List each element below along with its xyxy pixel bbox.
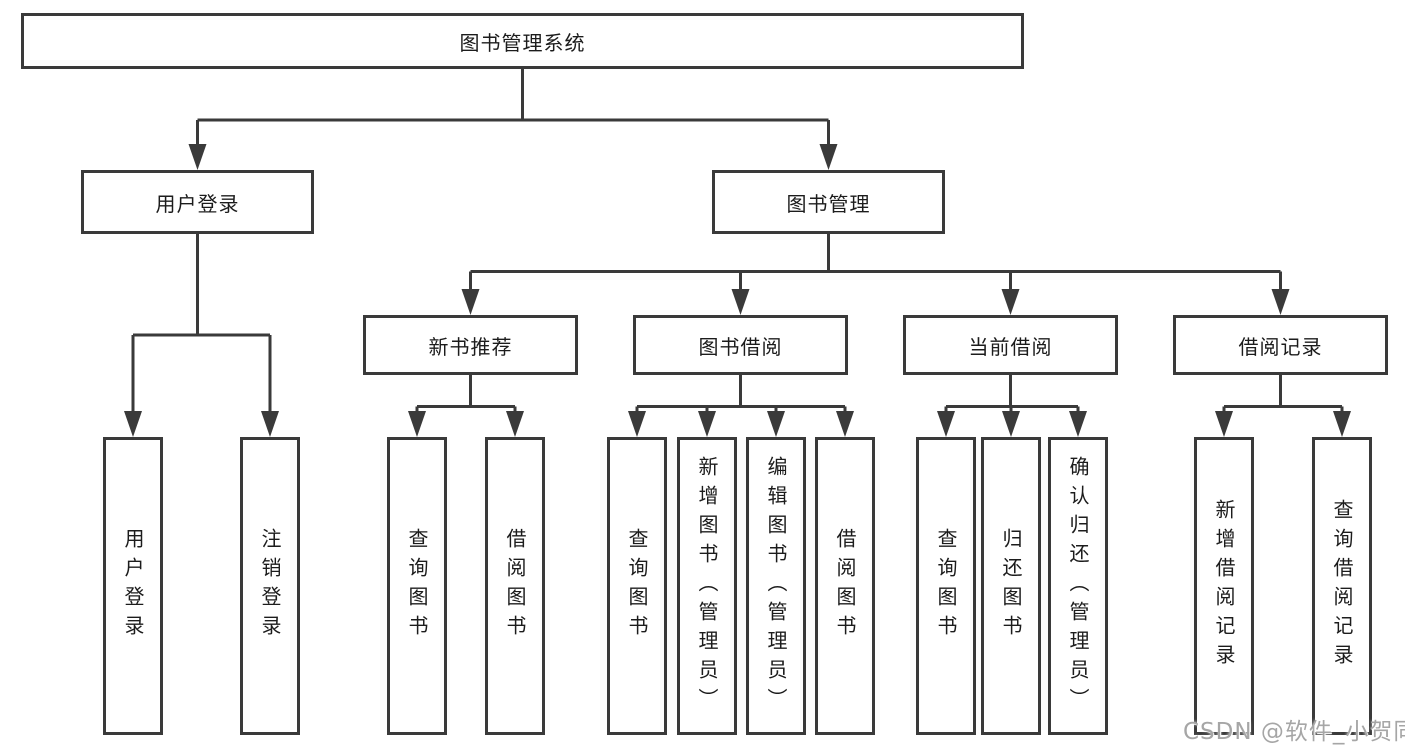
node-add-books-admin: 新增图书（管理员）: [677, 437, 737, 735]
node-return-books: 归还图书: [981, 437, 1041, 735]
node-logout: 注销登录: [240, 437, 300, 735]
node-confirm-return-admin: 确认归还（管理员）: [1048, 437, 1108, 735]
connector-current-borrow-children: [937, 375, 1087, 437]
node-book-management: 图书管理: [712, 170, 945, 234]
node-borrow-books-recommend: 借阅图书: [485, 437, 545, 735]
node-query-books-current: 查询图书: [916, 437, 976, 735]
node-book-borrow: 图书借阅: [633, 315, 848, 375]
connector-new-book-children: [408, 375, 524, 437]
connector-user-login-children: [124, 234, 279, 437]
node-edit-books-admin: 编辑图书（管理员）: [746, 437, 806, 735]
connector-root-to-level2: [188, 69, 838, 170]
node-query-books-borrow: 查询图书: [607, 437, 667, 735]
node-borrow-books: 借阅图书: [815, 437, 875, 735]
node-user-login-leaf: 用户登录: [103, 437, 163, 735]
node-user-login: 用户登录: [81, 170, 314, 234]
node-current-borrow: 当前借阅: [903, 315, 1118, 375]
connector-book-mgmt-to-level3: [461, 234, 1290, 315]
watermark: CSDN @软件_小贺同学: [1183, 719, 1405, 745]
node-library-system: 图书管理系统: [21, 13, 1024, 69]
node-borrow-records: 借阅记录: [1173, 315, 1388, 375]
node-query-books-recommend: 查询图书: [387, 437, 447, 735]
connector-book-borrow-children: [628, 375, 854, 437]
node-query-borrow-record: 查询借阅记录: [1312, 437, 1372, 735]
node-add-borrow-record: 新增借阅记录: [1194, 437, 1254, 735]
node-new-book-recommend: 新书推荐: [363, 315, 578, 375]
connector-borrow-records-children: [1215, 375, 1351, 437]
